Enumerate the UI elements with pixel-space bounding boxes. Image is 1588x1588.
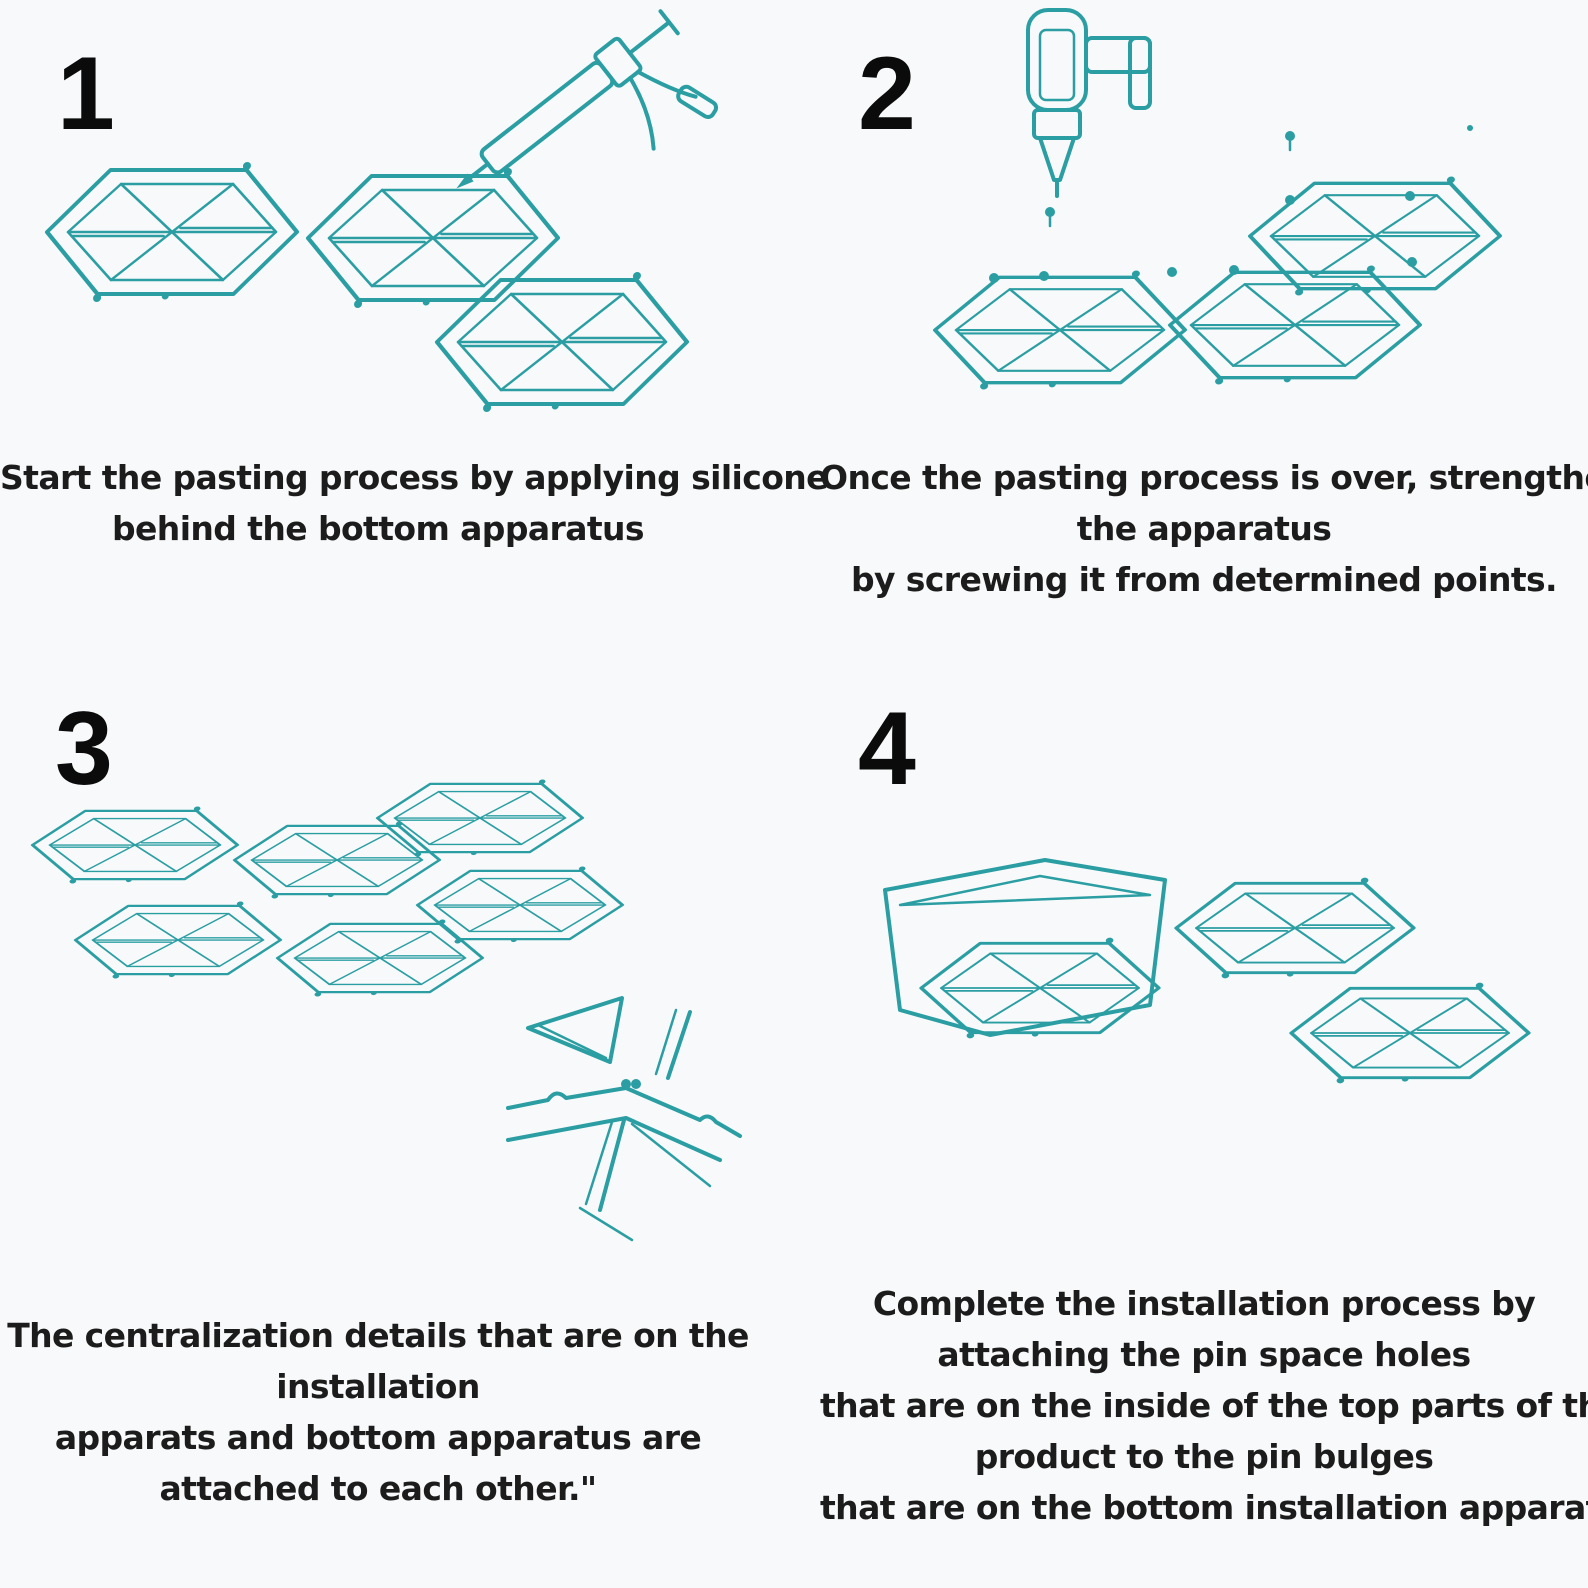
caption-line: that are on the bottom installation appa… xyxy=(820,1488,1588,1527)
caption-line: Start the pasting process by applying si… xyxy=(0,458,829,497)
step-caption: The centralization details that are on t… xyxy=(0,1310,756,1514)
step-caption: Complete the installation process by att… xyxy=(820,1278,1588,1533)
caption-line: by screwing it from determined points. xyxy=(850,560,1558,599)
drill-icon xyxy=(1026,8,1152,198)
step-caption: Start the pasting process by applying si… xyxy=(0,452,829,554)
step-number: 1 xyxy=(57,36,115,152)
hex-tile xyxy=(67,899,289,981)
hex-tile xyxy=(1169,875,1421,981)
top-cover xyxy=(883,858,1167,1037)
step-number: 3 xyxy=(55,691,113,807)
caption-line: attached to each other." xyxy=(159,1469,598,1508)
hex-tile xyxy=(301,168,566,308)
step-2-illustration xyxy=(927,8,1509,390)
step-1-illustration xyxy=(40,9,719,412)
caption-line: The centralization details that are on t… xyxy=(7,1316,749,1355)
caption-line: installation xyxy=(276,1367,480,1406)
hex-tile xyxy=(927,271,1194,390)
detail-closeup xyxy=(506,996,742,1242)
step-number: 2 xyxy=(858,36,916,152)
screw-icons xyxy=(989,125,1473,283)
hex-tile xyxy=(430,272,695,412)
caption-line: Once the pasting process is over, streng… xyxy=(820,458,1588,497)
caption-line: apparats and bottom apparatus are xyxy=(54,1418,702,1457)
step-3-illustration xyxy=(24,777,742,1242)
hex-tile xyxy=(40,162,305,302)
hex-tile xyxy=(24,804,246,886)
hex-tile xyxy=(1242,177,1509,296)
step-caption: Once the pasting process is over, streng… xyxy=(820,452,1588,605)
step-number: 4 xyxy=(858,691,916,807)
silicone-gun-icon xyxy=(456,9,719,189)
step-4-illustration xyxy=(883,858,1536,1086)
hex-tile xyxy=(409,864,631,946)
caption-line: that are on the inside of the top parts … xyxy=(820,1386,1588,1425)
caption-line: behind the bottom apparatus xyxy=(112,509,645,548)
caption-line: Complete the installation process by xyxy=(872,1284,1536,1323)
hex-tile xyxy=(1284,980,1536,1086)
hex-tile xyxy=(269,917,491,999)
caption-line: the apparatus xyxy=(1076,509,1332,548)
caption-line: product to the pin bulges xyxy=(974,1437,1434,1476)
caption-line: attaching the pin space holes xyxy=(937,1335,1471,1374)
